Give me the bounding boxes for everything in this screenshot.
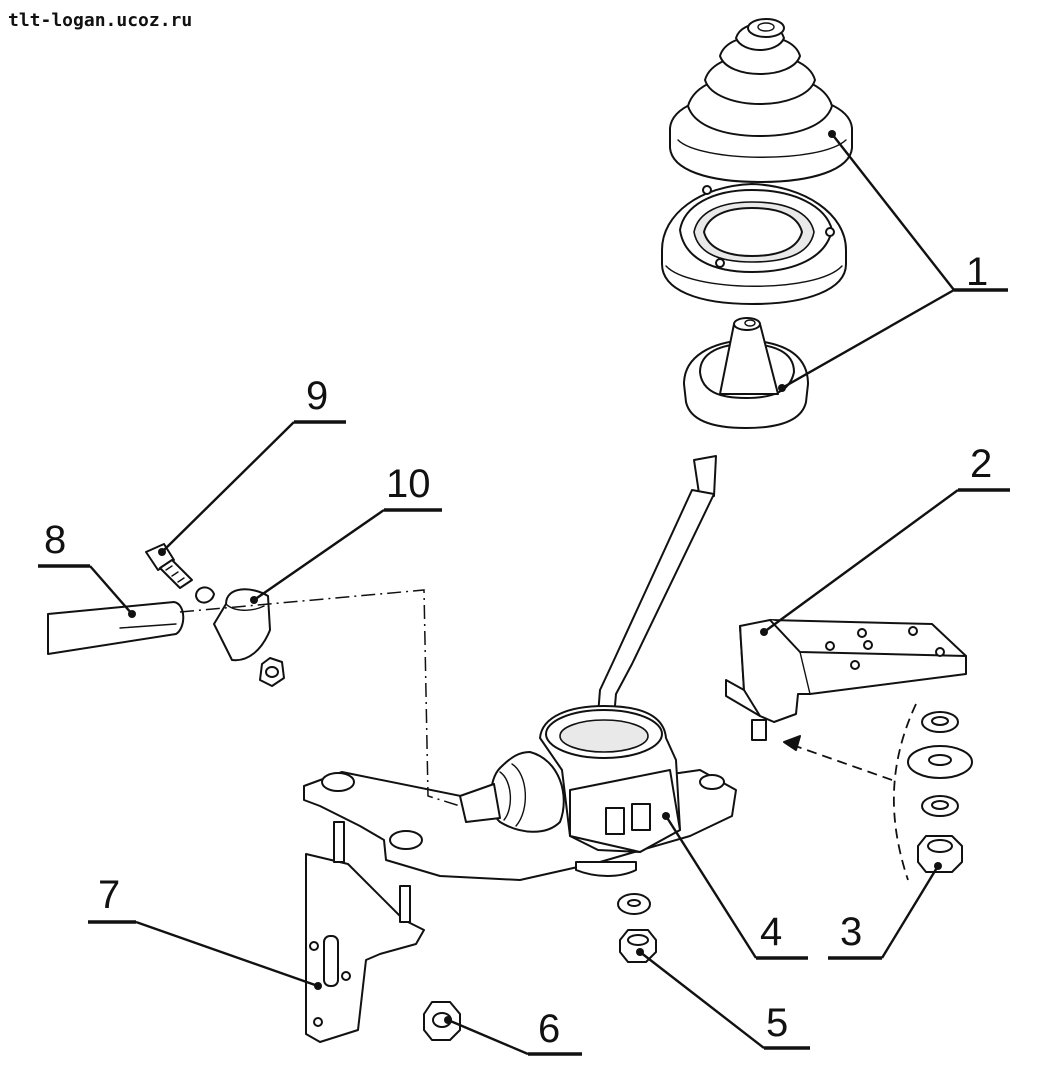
callout-5: 5 — [766, 1001, 788, 1045]
small-nut-washer — [617, 893, 657, 963]
callout-4: 4 — [760, 910, 782, 954]
hex-nut — [423, 1001, 461, 1041]
callout-1: 1 — [966, 250, 988, 294]
mounting-plate — [305, 821, 425, 1043]
callout-9: 9 — [306, 374, 328, 418]
washer-nut-stack — [783, 703, 973, 881]
callout-10: 10 — [386, 462, 431, 506]
leader-lines — [38, 130, 1010, 1056]
shift-boot-lower — [683, 317, 809, 429]
callout-8: 8 — [44, 518, 66, 562]
shift-rod — [47, 601, 185, 655]
callout-2: 2 — [970, 442, 992, 486]
shift-boot-upper — [669, 18, 853, 183]
boot-frame-ring — [661, 183, 847, 305]
clamp-bolt — [145, 543, 193, 589]
shift-rod-clamp — [195, 586, 285, 687]
watermark-text: tlt-logan.ucoz.ru — [8, 10, 192, 31]
callout-3: 3 — [840, 910, 862, 954]
callout-7: 7 — [98, 873, 120, 917]
support-bracket — [725, 619, 967, 741]
gear-lever-assembly — [303, 455, 737, 881]
alignment-line — [179, 589, 461, 807]
callout-6: 6 — [538, 1007, 560, 1051]
